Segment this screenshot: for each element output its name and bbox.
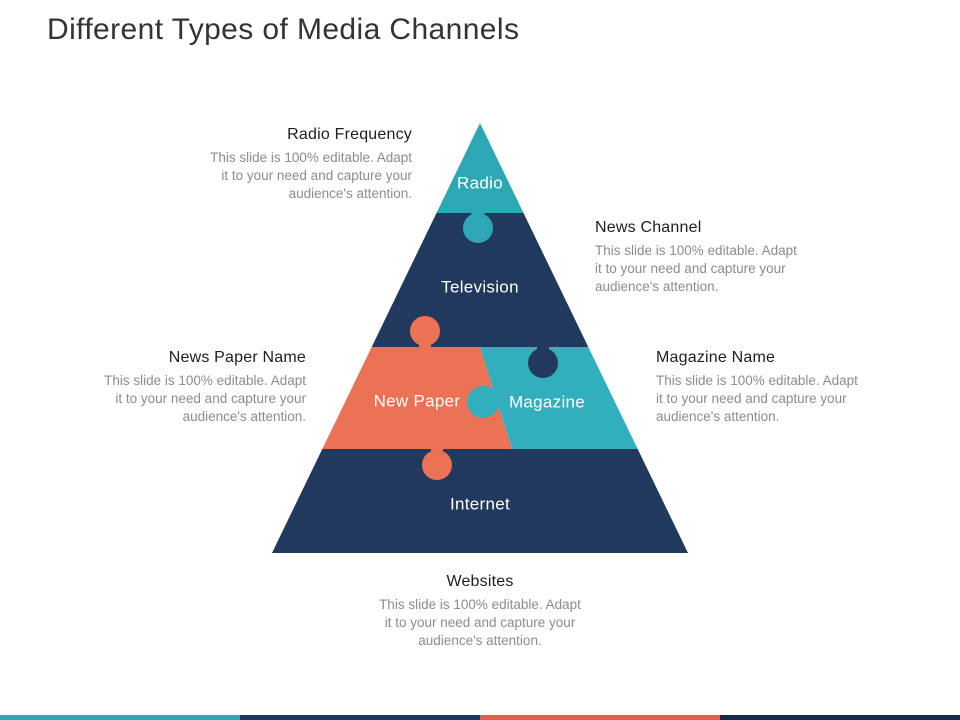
note-news-channel: News Channel This slide is 100% editable… xyxy=(595,219,855,296)
note-news-paper-name-body: This slide is 100% editable. Adapt it to… xyxy=(104,373,306,424)
puzzle-knob-radio-down xyxy=(463,205,493,243)
note-radio-frequency-heading: Radio Frequency xyxy=(287,126,412,143)
note-websites: Websites This slide is 100% editable. Ad… xyxy=(330,573,630,650)
note-news-channel-body: This slide is 100% editable. Adapt it to… xyxy=(595,243,797,294)
note-websites-body: This slide is 100% editable. Adapt it to… xyxy=(379,597,581,648)
pyramid-level-magazine xyxy=(480,347,638,449)
puzzle-knob-television-down xyxy=(528,344,558,378)
pyramid-level-new-paper xyxy=(322,347,512,449)
note-news-channel-heading: News Channel xyxy=(595,219,702,236)
slide-title: Different Types of Media Channels xyxy=(47,13,520,46)
stripe-segment-dark-navy xyxy=(720,715,960,720)
note-magazine-name-heading: Magazine Name xyxy=(656,349,776,366)
note-news-paper-name-heading: News Paper Name xyxy=(168,349,306,366)
label-radio: Radio xyxy=(457,173,503,192)
stripe-segment-navy xyxy=(240,715,480,720)
pyramid-level-internet xyxy=(272,449,688,553)
label-television: Television xyxy=(441,277,519,296)
stripe-segment-teal xyxy=(0,715,240,720)
label-new-paper: New Paper xyxy=(374,391,461,410)
bottom-accent-stripe xyxy=(0,715,960,720)
pyramid-level-television xyxy=(371,213,589,347)
puzzle-knob-magazine-left xyxy=(467,386,504,418)
stripe-segment-orange xyxy=(480,715,720,720)
note-websites-heading: Websites xyxy=(446,573,514,590)
pyramid-level-radio xyxy=(436,123,524,213)
note-radio-frequency-body: This slide is 100% editable. Adapt it to… xyxy=(210,150,412,201)
note-magazine-name-body: This slide is 100% editable. Adapt it to… xyxy=(656,373,858,424)
note-news-paper-name: News Paper Name This slide is 100% edita… xyxy=(26,349,306,426)
puzzle-knob-newpaper-down xyxy=(422,446,452,480)
label-internet: Internet xyxy=(450,494,510,513)
note-magazine-name: Magazine Name This slide is 100% editabl… xyxy=(656,349,916,426)
puzzle-knob-newpaper-up xyxy=(410,316,440,350)
note-radio-frequency: Radio Frequency This slide is 100% edita… xyxy=(132,126,412,203)
label-magazine: Magazine xyxy=(509,392,585,411)
